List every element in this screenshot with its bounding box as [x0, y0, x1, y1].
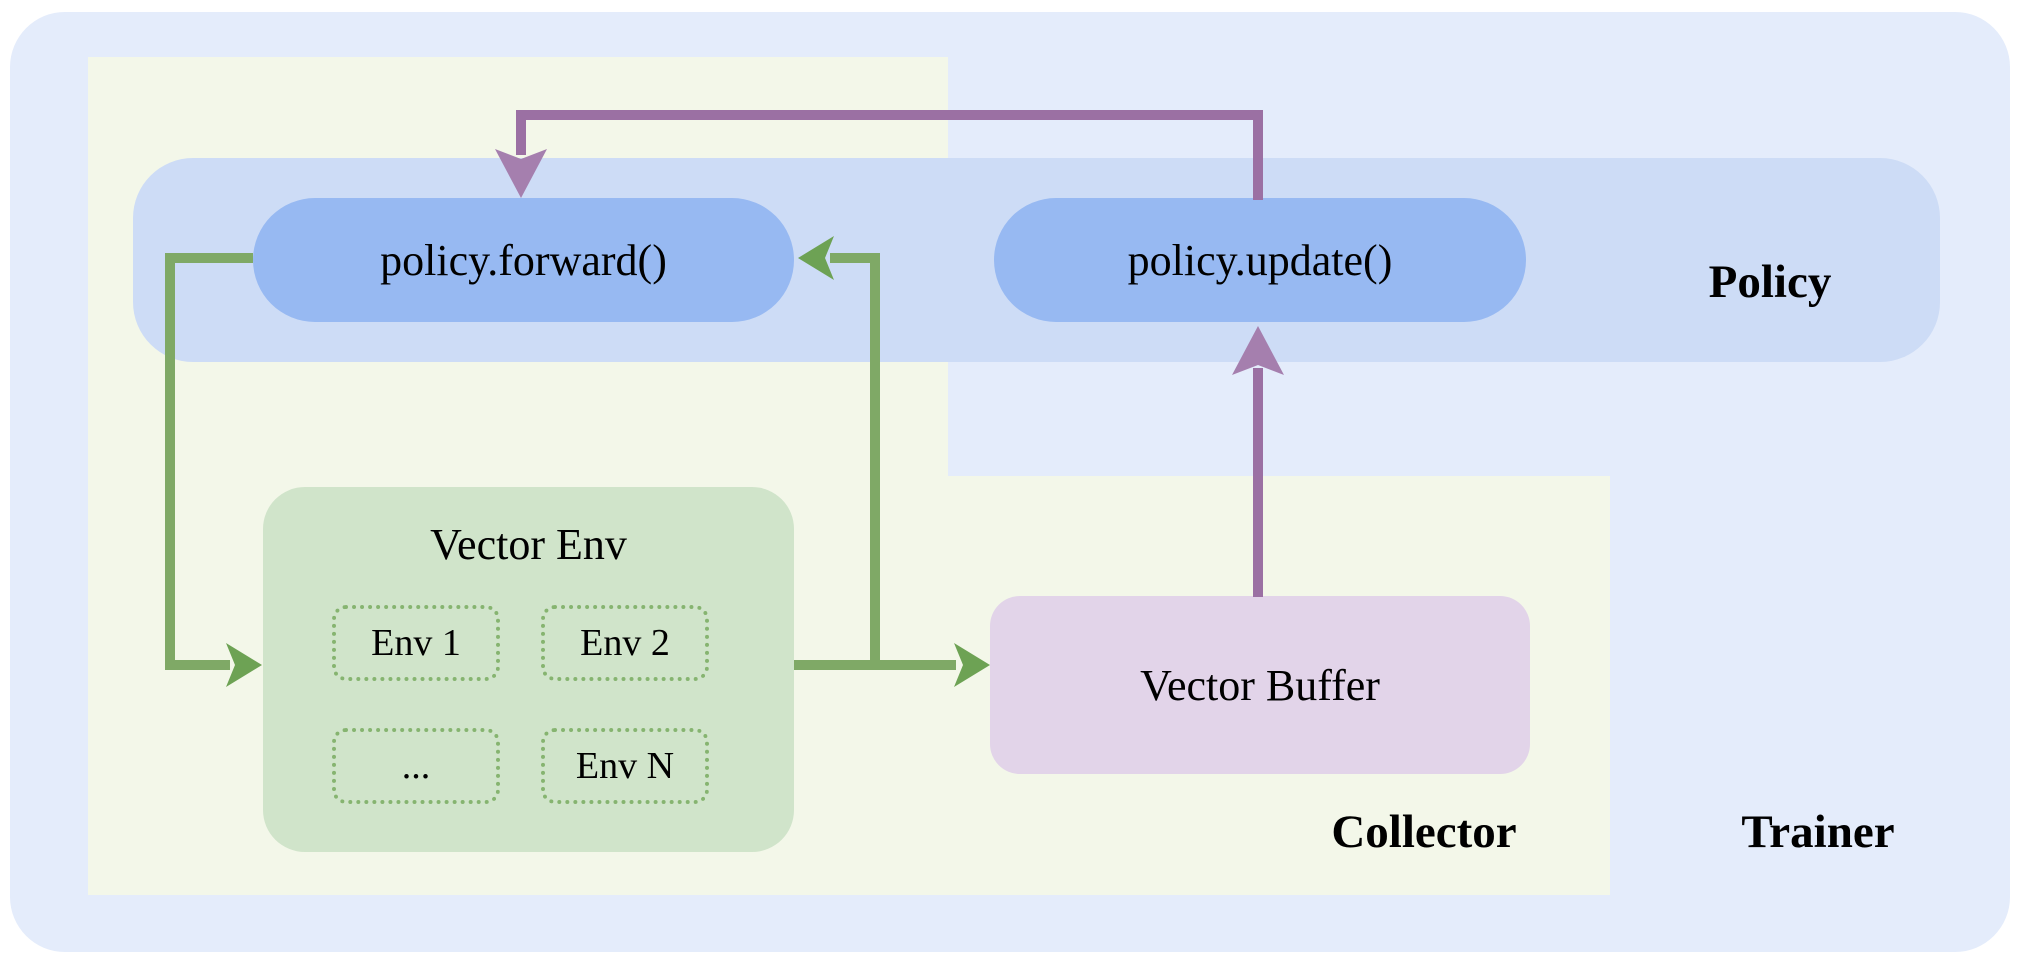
policy-update-node: policy.update() — [994, 198, 1526, 322]
env-cell-ellipsis-label: ... — [401, 745, 431, 787]
vector-buffer-node: Vector Buffer — [990, 596, 1530, 774]
vector-buffer-label: Vector Buffer — [1140, 660, 1380, 710]
policy-forward-node: policy.forward() — [253, 198, 794, 322]
vector-env-title: Vector Env — [430, 520, 627, 569]
collector-region-label: Collector — [1331, 806, 1517, 858]
env-cell-2: Env 2 — [541, 605, 709, 681]
env-cell-2-label: Env 2 — [580, 622, 670, 664]
policy-forward-label: policy.forward() — [380, 235, 667, 285]
env-cell-n: Env N — [541, 728, 709, 804]
policy-update-label: policy.update() — [1127, 235, 1393, 285]
env-cell-1: Env 1 — [332, 605, 500, 681]
env-cell-n-label: Env N — [575, 745, 675, 787]
policy-region-label: Policy — [1708, 256, 1832, 308]
env-cell-ellipsis: ... — [332, 728, 500, 804]
env-cell-1-label: Env 1 — [371, 622, 461, 664]
trainer-region-label: Trainer — [1741, 806, 1895, 858]
